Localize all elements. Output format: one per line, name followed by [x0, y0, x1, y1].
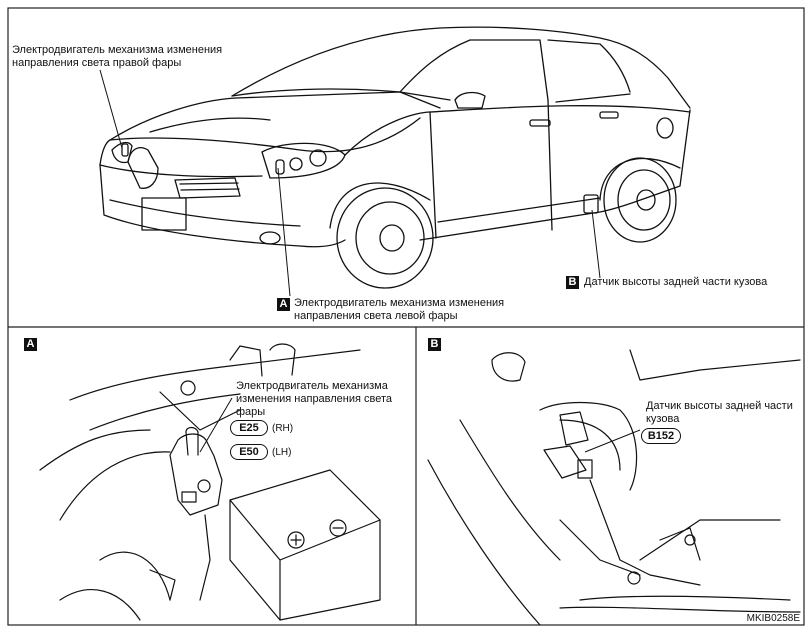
outer-frame	[7, 7, 805, 626]
connector-e50-badge: E50	[230, 444, 268, 460]
panel-b-sensor-label: Датчик высоты задней части кузова	[646, 400, 793, 425]
label-rear-height-sensor: Датчик высоты задней части кузова	[584, 276, 768, 288]
panel-a-motor-label: Электродвигатель механизма изменения нап…	[236, 380, 393, 418]
panel-b-leader-line	[584, 429, 641, 453]
panel-b-corner-tag: B	[428, 338, 441, 351]
figure-code: MKIB0258E	[746, 613, 800, 624]
panel-b-illustration	[427, 349, 801, 626]
connector-e25-side: (RH)	[272, 423, 294, 434]
marker-a-tag: A	[277, 298, 290, 311]
panel-a-leader-line	[199, 397, 233, 453]
panel-a-corner-tag: A	[24, 338, 37, 351]
marker-b-tag: B	[566, 276, 579, 289]
connector-e50-side: (LH)	[272, 447, 292, 458]
label-right-headlamp-motor: Электродвигатель механизма изменения нап…	[12, 44, 223, 69]
panel-a-illustration	[39, 343, 381, 621]
connector-b152-badge: B152	[641, 428, 681, 444]
top-leader-lines	[99, 69, 601, 297]
car-illustration	[99, 26, 691, 289]
connector-e25-badge: E25	[230, 420, 268, 436]
label-left-headlamp-motor: Электродвигатель механизма изменения нап…	[294, 297, 505, 322]
